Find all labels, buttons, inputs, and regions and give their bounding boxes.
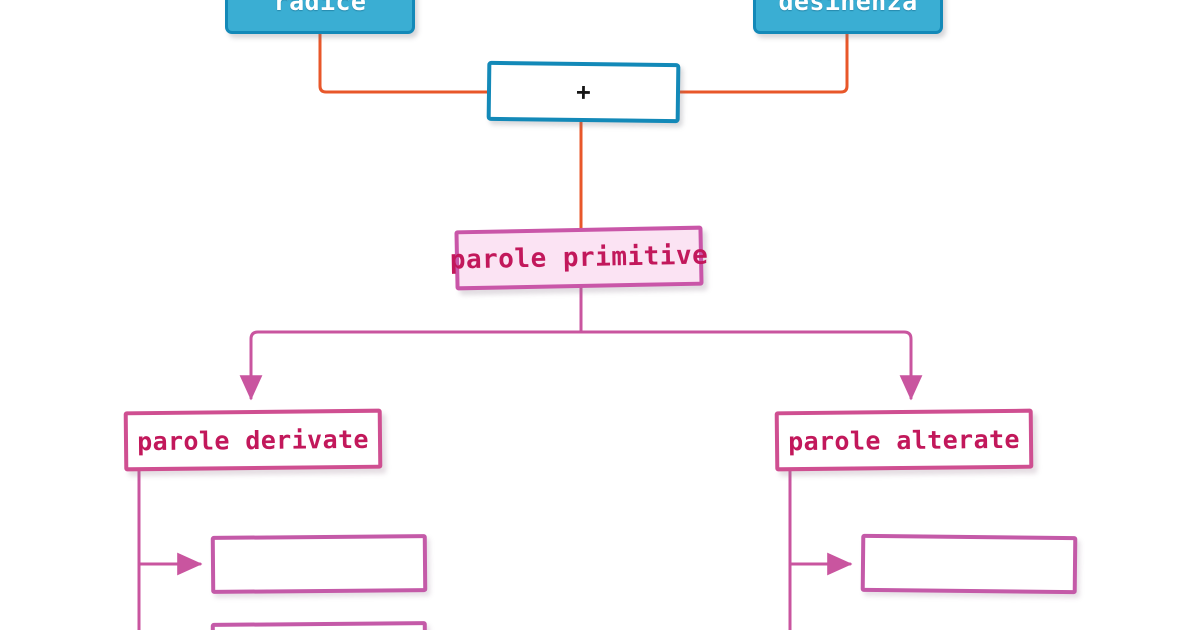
node-parole-primitive[interactable]: parole primitive — [450, 225, 708, 291]
node-parole-alterate[interactable]: parole alterate — [774, 408, 1034, 472]
node-parole-derivate-label: parole derivate — [136, 424, 370, 456]
node-parole-derivate[interactable]: parole derivate — [123, 408, 383, 472]
node-desinenza-label: desinenza — [778, 0, 918, 16]
wire-primitive-to-derivate — [239, 330, 583, 401]
node-radice-label: radice — [273, 0, 367, 16]
node-plus-operator[interactable]: + — [486, 60, 681, 124]
node-blank-right-1[interactable] — [860, 533, 1078, 595]
node-parole-alterate-label: parole alterate — [787, 424, 1021, 456]
node-parole-primitive-label: parole primitive — [449, 240, 709, 276]
node-desinenza[interactable]: desinenza — [753, 0, 943, 34]
node-radice[interactable]: radice — [225, 0, 415, 34]
node-blank-left-1[interactable] — [210, 534, 428, 594]
plus-icon: + — [576, 77, 591, 107]
wire-primitive-to-alterate — [579, 330, 923, 401]
node-blank-left-2[interactable] — [210, 621, 428, 630]
